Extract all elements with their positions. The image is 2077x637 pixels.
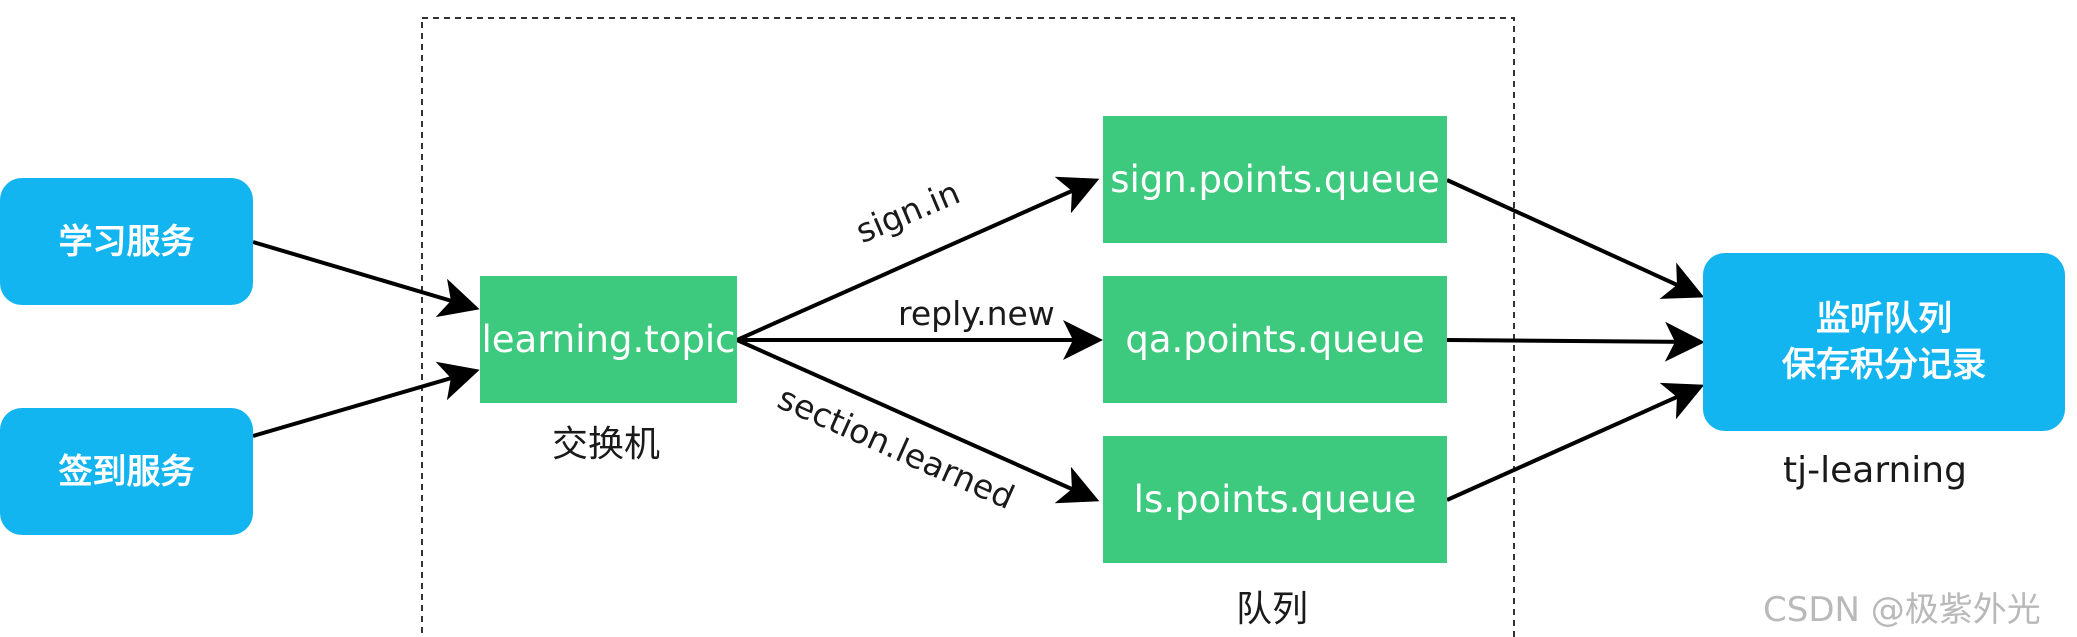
study-service-node: 学习服务 [0, 178, 253, 305]
broker-boundary [421, 17, 1515, 637]
routing-key-reply-new: reply.new [898, 294, 1055, 333]
qa-points-queue-label: qa.points.queue [1125, 318, 1425, 361]
ls-points-queue-label: ls.points.queue [1133, 478, 1417, 521]
arrow-ls-queue-to-consumer [1446, 382, 1705, 502]
arrow-exchange-to-ls-queue [736, 338, 1100, 504]
consumer-label: 监听队列 保存积分记录 [1782, 299, 1986, 385]
study-service-label: 学习服务 [58, 221, 195, 262]
arrow-qa-queue-to-consumer [1446, 321, 1705, 362]
tj-learning-consumer-node: 监听队列 保存积分记录 [1703, 253, 2065, 431]
exchange-caption: 交换机 [552, 424, 661, 465]
arrow-signin-to-exchange [252, 361, 480, 438]
qa-points-queue-node: qa.points.queue [1103, 276, 1447, 403]
signin-service-label: 签到服务 [58, 451, 195, 492]
sign-points-queue-node: sign.points.queue [1103, 116, 1447, 243]
arrow-study-to-exchange [252, 240, 480, 318]
arrow-sign-queue-to-consumer [1446, 178, 1705, 299]
watermark: CSDN @极紫外光 [1763, 590, 2041, 630]
arrow-exchange-to-sign-queue [736, 176, 1100, 342]
exchange-node: learning.topic [480, 276, 737, 403]
queue-caption: 队列 [1236, 589, 1309, 630]
consumer-caption: tj-learning [1783, 450, 1967, 491]
exchange-name: learning.topic [481, 318, 736, 361]
sign-points-queue-label: sign.points.queue [1110, 158, 1440, 201]
signin-service-node: 签到服务 [0, 408, 253, 535]
ls-points-queue-node: ls.points.queue [1103, 436, 1447, 563]
